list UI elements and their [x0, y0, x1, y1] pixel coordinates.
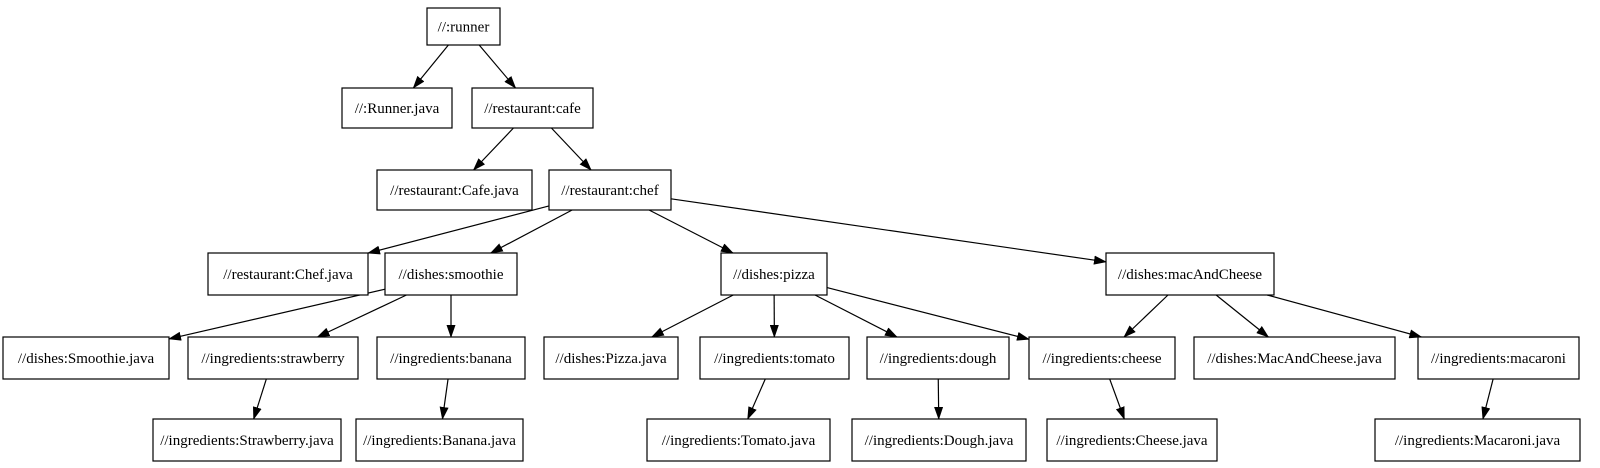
graph-node-cafe: //restaurant:cafe	[471, 87, 594, 129]
node-label: //dishes:pizza	[733, 267, 815, 283]
node-box	[376, 336, 526, 380]
graph-node-chef_java: //restaurant:Chef.java	[207, 252, 369, 296]
graph-node-banana_java: //ingredients:Banana.java	[355, 418, 524, 462]
graph-edge-banana-to-banana_java	[439, 378, 449, 420]
graph-edge-smoothie-to-strawberry	[316, 294, 407, 338]
node-label: //ingredients:Strawberry.java	[160, 433, 334, 449]
node-box	[851, 418, 1027, 462]
graph-node-macandcheese_java: //dishes:MacAndCheese.java	[1193, 336, 1396, 380]
node-box	[1105, 252, 1275, 296]
node-box	[384, 252, 518, 296]
node-label: //dishes:smoothie	[399, 267, 504, 283]
node-label: //dishes:Smoothie.java	[18, 351, 155, 367]
graph-node-runner: //:runner	[426, 7, 501, 46]
node-label: //ingredients:Tomato.java	[662, 433, 816, 449]
graph-node-chef: //restaurant:chef	[548, 169, 672, 211]
node-label: //restaurant:Cafe.java	[390, 183, 519, 199]
node-box	[426, 7, 501, 46]
graph-edge-chef-to-macandcheese	[670, 198, 1107, 265]
graph-node-macaroni: //ingredients:macaroni	[1417, 336, 1580, 380]
node-label: //dishes:Pizza.java	[555, 351, 667, 367]
graph-node-tomato_java: //ingredients:Tomato.java	[646, 418, 831, 462]
node-label: //ingredients:strawberry	[201, 351, 345, 367]
node-box	[699, 336, 850, 380]
graph-edge-chef-to-pizza	[648, 209, 734, 254]
node-layer: //:runner //:Runner.java //restaurant:cafe…	[2, 7, 1581, 462]
node-box	[1193, 336, 1396, 380]
graph-node-strawberry: //ingredients:strawberry	[187, 336, 359, 380]
graph-node-smoothie: //dishes:smoothie	[384, 252, 518, 296]
graph-node-cheese_java: //ingredients:Cheese.java	[1046, 418, 1218, 462]
graph-node-tomato: //ingredients:tomato	[699, 336, 850, 380]
graph-node-strawberry_java: //ingredients:Strawberry.java	[152, 418, 342, 462]
graph-node-runner_java: //:Runner.java	[341, 87, 453, 129]
node-label: //restaurant:cafe	[484, 101, 581, 117]
node-label: //ingredients:tomato	[714, 351, 835, 367]
graph-node-dough: //ingredients:dough	[866, 336, 1010, 380]
graph-node-smoothie_java: //dishes:Smoothie.java	[2, 336, 170, 380]
graph-node-banana: //ingredients:banana	[376, 336, 526, 380]
graph-node-macaroni_java: //ingredients:Macaroni.java	[1374, 418, 1581, 462]
node-box	[548, 169, 672, 211]
graph-edge-smoothie-to-smoothie_java	[168, 288, 386, 341]
node-box	[187, 336, 359, 380]
graph-edge-macandcheese-to-macaroni	[1266, 294, 1423, 339]
graph-edge-chef-to-chef_java	[367, 205, 550, 255]
graph-edge-cafe-to-cafe_java	[472, 127, 514, 171]
graph-edge-cafe-to-chef	[550, 127, 592, 171]
graph-edge-pizza-to-pizza_java	[650, 294, 734, 338]
node-label: //dishes:MacAndCheese.java	[1207, 351, 1382, 367]
graph-edge-strawberry-to-strawberry_java	[252, 378, 267, 420]
node-box	[376, 169, 533, 211]
node-label: //restaurant:chef	[561, 183, 658, 199]
graph-node-cheese: //ingredients:cheese	[1028, 336, 1176, 380]
node-box	[1417, 336, 1580, 380]
node-label: //ingredients:Macaroni.java	[1395, 433, 1561, 449]
node-box	[720, 252, 828, 296]
graph-node-pizza_java: //dishes:Pizza.java	[543, 336, 679, 380]
graph-node-pizza: //dishes:pizza	[720, 252, 828, 296]
graph-edge-pizza-to-dough	[814, 294, 898, 338]
edge-layer	[168, 44, 1494, 420]
graph-edge-tomato-to-tomato_java	[747, 378, 766, 420]
node-box	[341, 87, 453, 129]
node-box	[646, 418, 831, 462]
node-label: //ingredients:Cheese.java	[1056, 433, 1208, 449]
node-box	[355, 418, 524, 462]
graph-node-macandcheese: //dishes:macAndCheese	[1105, 252, 1275, 296]
node-box	[152, 418, 342, 462]
node-label: //ingredients:macaroni	[1431, 351, 1566, 367]
node-box	[207, 252, 369, 296]
node-box	[1046, 418, 1218, 462]
node-label: //dishes:macAndCheese	[1118, 267, 1262, 283]
node-label: //restaurant:Chef.java	[223, 267, 353, 283]
graph-edge-cheese-to-cheese_java	[1109, 378, 1125, 420]
node-box	[866, 336, 1010, 380]
node-label: //ingredients:cheese	[1042, 351, 1161, 367]
node-box	[471, 87, 594, 129]
graph-node-dough_java: //ingredients:Dough.java	[851, 418, 1027, 462]
graph-edge-chef-to-smoothie	[489, 209, 573, 254]
graph-edge-macandcheese-to-cheese	[1123, 294, 1169, 338]
graph-edge-runner-to-runner_java	[412, 44, 449, 89]
node-label: //ingredients:banana	[390, 351, 512, 367]
graph-edge-macandcheese-to-macandcheese_java	[1215, 294, 1270, 338]
node-label: //:runner	[438, 20, 490, 36]
graph-node-cafe_java: //restaurant:Cafe.java	[376, 169, 533, 211]
graph-edge-pizza-to-cheese	[826, 286, 1030, 341]
node-label: //ingredients:Dough.java	[865, 433, 1014, 449]
node-box	[2, 336, 170, 380]
node-label: //ingredients:Banana.java	[363, 433, 516, 449]
node-label: //:Runner.java	[355, 101, 440, 117]
node-box	[1028, 336, 1176, 380]
graph-edge-macaroni-to-macaroni_java	[1481, 378, 1494, 420]
graph-edge-runner-to-cafe	[478, 44, 517, 89]
node-box	[543, 336, 679, 380]
node-label: //ingredients:dough	[880, 351, 997, 367]
node-box	[1374, 418, 1581, 462]
